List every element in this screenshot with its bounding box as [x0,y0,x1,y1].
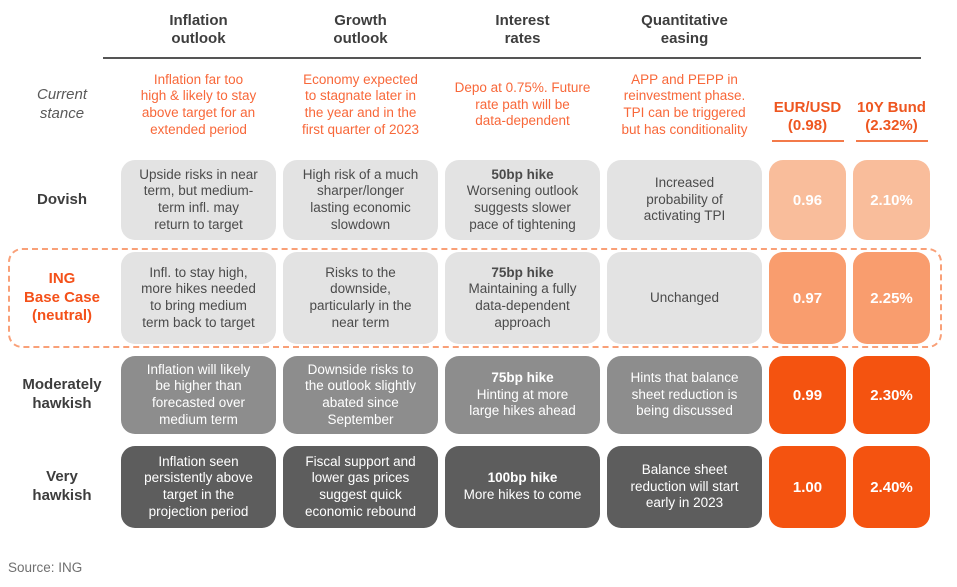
bund-header-label: 10Y Bund (2.32%) [857,98,926,135]
cell-base-inflation: Infl. to stay high, more hikes needed to… [121,252,276,344]
cell-mod-inflation: Inflation will likely be higher than for… [121,356,276,434]
cell-mod-growth: Downside risks to the outlook slightly a… [283,356,438,434]
cell-text: Maintaining a fully data-dependent appro… [468,281,577,330]
cell-text: Inflation seen persistently above target… [144,453,253,519]
row-label-base-case: ING Base Case (neutral) [24,269,100,325]
row-label-dovish: Dovish [36,190,87,208]
source-note: Source: ING [8,560,83,575]
eurusd-header-underline [771,140,844,142]
cell-dovish-bund: 2.10% [853,160,930,240]
stance-rates: Depo at 0.75%. Future rate path will be … [454,79,591,129]
cell-title: 75bp hike [491,264,554,280]
stance-qe: APP and PEPP in reinvestment phase. TPI … [621,71,748,137]
cell-mod-bund: 2.30% [853,356,930,434]
cell-text: Hints that balance sheet reduction is be… [630,369,739,419]
cell-dovish-inflation: Upside risks in near term, but medium- t… [121,160,276,240]
cell-text: Risks to the downside, particularly in t… [309,264,412,330]
cell-very-eurusd: 1.00 [769,446,846,528]
cell-base-eurusd: 0.97 [769,252,846,344]
cell-very-bund: 2.40% [853,446,930,528]
row-label-current-stance: Current stance [36,86,88,122]
stance-inflation: Inflation far too high & likely to stay … [140,71,257,137]
table-header-row: Inflation outlook Growth outlook Interes… [0,12,957,56]
table-row-base-case: ING Base Case (neutral) Infl. to stay hi… [0,246,957,350]
cell-text: Increased probability of activating TPI [643,174,726,224]
cell-mod-qe: Hints that balance sheet reduction is be… [607,356,762,434]
bund-header-underline [855,140,928,142]
cell-text: Infl. to stay high, more hikes needed to… [141,264,256,330]
column-header-qe: Quantitative easing [641,12,728,47]
cell-mod-rates: 75bp hike Hinting at more large hikes ah… [445,356,600,434]
row-label-moderately-hawkish: Moderately hawkish [22,376,102,412]
cell-very-rates: 100bp hike More hikes to come [445,446,600,528]
column-header-10y-bund: 10Y Bund (2.32%) [853,56,930,154]
cell-mod-eurusd: 0.99 [769,356,846,434]
table-row-very-hawkish: Very hawkish Inflation seen persistently… [0,440,957,534]
table-row-moderately-hawkish: Moderately hawkish Inflation will likely… [0,350,957,440]
table-row-dovish: Dovish Upside risks in near term, but me… [0,154,957,246]
cell-text: Hinting at more large hikes ahead [469,386,576,419]
eurusd-header-label: EUR/USD (0.98) [773,98,842,135]
cell-dovish-qe: Increased probability of activating TPI [607,160,762,240]
header-divider-line [103,57,921,59]
cell-dovish-rates: 50bp hike Worsening outlook suggests slo… [445,160,600,240]
cell-very-qe: Balance sheet reduction will start early… [607,446,762,528]
cell-title: 75bp hike [491,369,554,385]
cell-dovish-eurusd: 0.96 [769,160,846,240]
cell-title: 100bp hike [487,470,558,486]
cell-text: Worsening outlook suggests slower pace o… [466,183,579,232]
stance-growth: Economy expected to stagnate later in th… [301,71,420,137]
cell-base-growth: Risks to the downside, particularly in t… [283,252,438,344]
column-header-inflation: Inflation outlook [169,12,228,47]
cell-text: Upside risks in near term, but medium- t… [139,166,258,232]
cell-text: Downside risks to the outlook slightly a… [304,361,417,427]
cell-text: Unchanged [649,289,720,305]
cell-very-growth: Fiscal support and lower gas prices sugg… [283,446,438,528]
column-header-growth: Growth outlook [333,12,388,47]
cell-very-inflation: Inflation seen persistently above target… [121,446,276,528]
current-stance-row: Current stance Inflation far too high & … [0,56,957,154]
cell-base-rates: 75bp hike Maintaining a fully data-depen… [445,252,600,344]
cell-base-bund: 2.25% [853,252,930,344]
cell-text: Inflation will likely be higher than for… [146,361,251,427]
cell-text: Balance sheet reduction will start early… [630,461,739,511]
cell-base-qe: Unchanged [607,252,762,344]
cell-text: Fiscal support and lower gas prices sugg… [304,453,417,519]
cell-text: High risk of a much sharper/longer lasti… [302,166,419,232]
cell-title: 50bp hike [491,166,554,182]
column-header-eurusd: EUR/USD (0.98) [769,56,846,154]
row-label-very-hawkish: Very hawkish [32,468,92,504]
column-header-rates: Interest rates [495,12,550,47]
cell-text: More hikes to come [463,487,582,502]
header-spacer [10,12,114,56]
cell-dovish-growth: High risk of a much sharper/longer lasti… [283,160,438,240]
